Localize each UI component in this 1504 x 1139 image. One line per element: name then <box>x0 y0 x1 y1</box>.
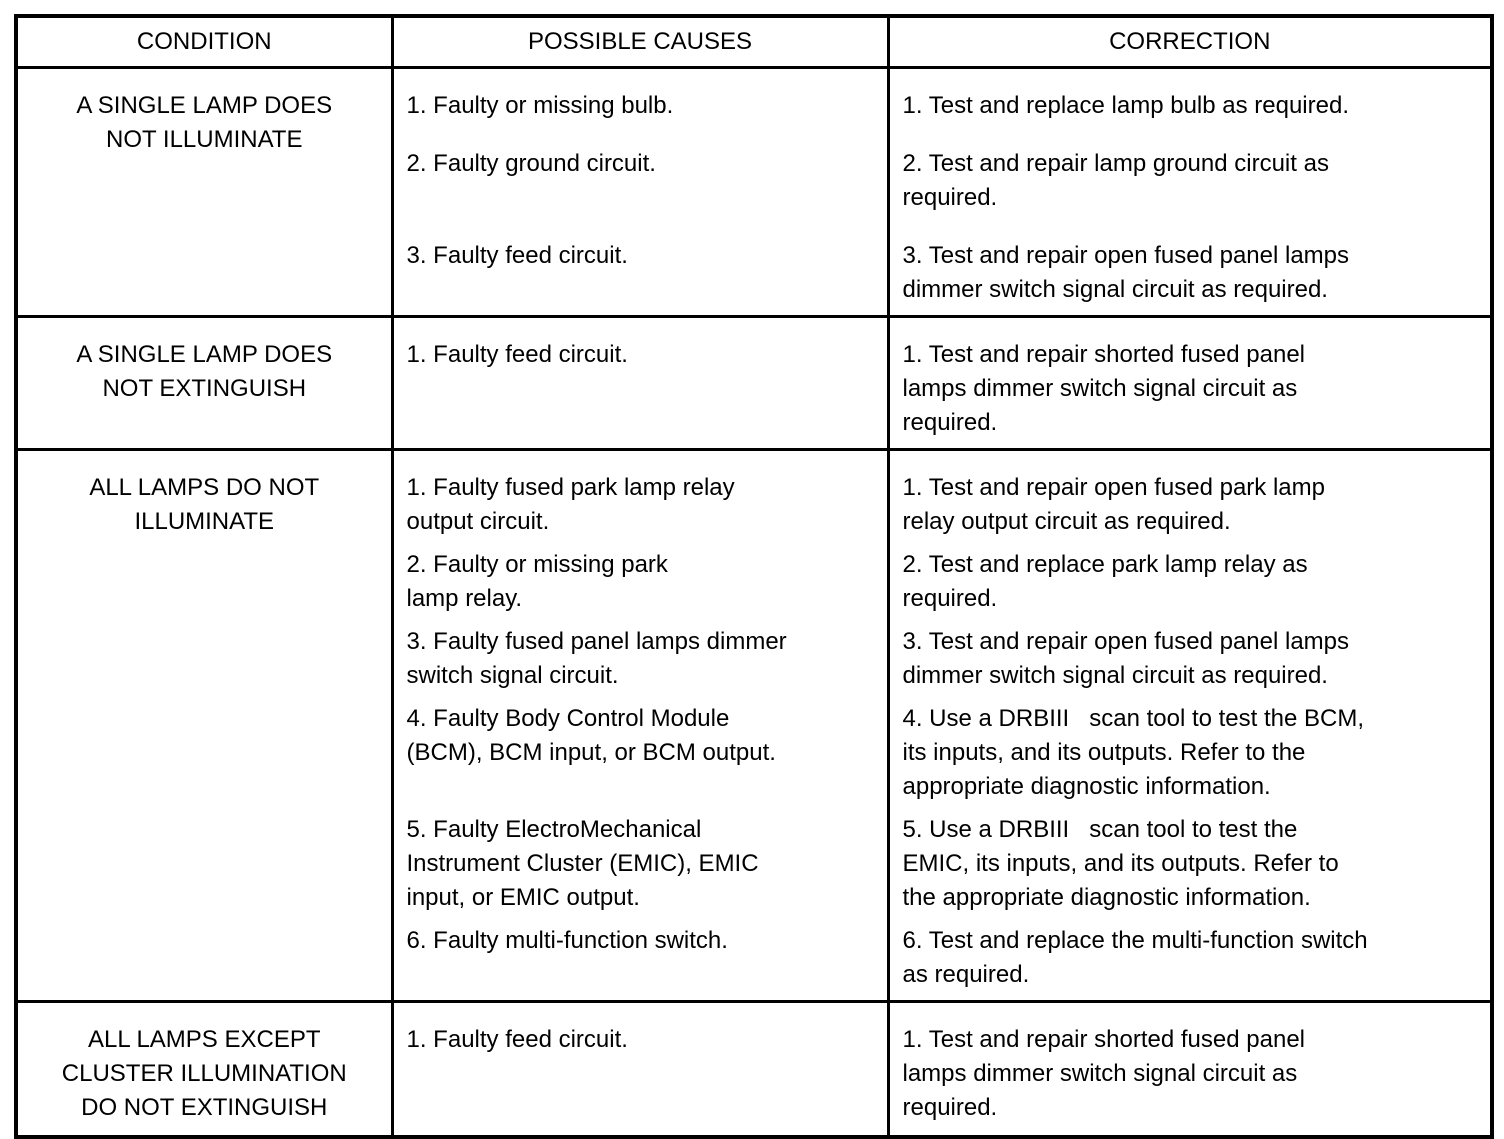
correction-item: 5. Use a DRBIII scan tool to test the EM… <box>886 813 1492 924</box>
condition-cell: ALL LAMPS DO NOT ILLUMINATE <box>16 448 392 1002</box>
correction-item: 1. Test and repair open fused park lamp … <box>886 448 1492 548</box>
header-row: CONDITION POSSIBLE CAUSES CORRECTION <box>16 16 1492 68</box>
correction-item: 1. Test and replace lamp bulb as require… <box>886 66 1492 147</box>
cause-item: 2. Faulty ground circuit. <box>390 147 888 239</box>
correction-item: 4. Use a DRBIII scan tool to test the BC… <box>886 702 1492 813</box>
table-row: A SINGLE LAMP DOES NOT ILLUMINATE 1. Fau… <box>16 66 1492 317</box>
table-subrow: 4. Faulty Body Control Module (BCM), BCM… <box>16 702 1492 813</box>
table-row: ALL LAMPS DO NOT ILLUMINATE 1. Faulty fu… <box>16 448 1492 1002</box>
cause-item: 3. Faulty fused panel lamps dimmer switc… <box>390 625 888 702</box>
diagnostic-table: CONDITION POSSIBLE CAUSES CORRECTION A S… <box>14 14 1494 1139</box>
condition-cell: ALL LAMPS EXCEPT CLUSTER ILLUMINATION DO… <box>16 1000 392 1137</box>
table-subrow: 3. Faulty fused panel lamps dimmer switc… <box>16 625 1492 702</box>
condition-cell: A SINGLE LAMP DOES NOT EXTINGUISH <box>16 315 392 450</box>
header-possible-causes: POSSIBLE CAUSES <box>390 16 888 68</box>
correction-item: 1. Test and repair shorted fused panel l… <box>886 1000 1492 1137</box>
cause-item: 6. Faulty multi-function switch. <box>390 924 888 1002</box>
cause-item: 3. Faulty feed circuit. <box>390 239 888 317</box>
cause-item: 1. Faulty fused park lamp relay output c… <box>390 448 888 548</box>
correction-item: 6. Test and replace the multi-function s… <box>886 924 1492 1002</box>
header-correction: CORRECTION <box>886 16 1492 68</box>
table-subrow: 3. Faulty feed circuit. 3. Test and repa… <box>16 239 1492 317</box>
header-condition: CONDITION <box>136 28 272 55</box>
cause-item: 2. Faulty or missing park lamp relay. <box>390 548 888 625</box>
table-row: ALL LAMPS EXCEPT CLUSTER ILLUMINATION DO… <box>16 1000 1492 1137</box>
table-subrow: 6. Faulty multi-function switch. 6. Test… <box>16 924 1492 1002</box>
correction-item: 2. Test and replace park lamp relay as r… <box>886 548 1492 625</box>
correction-item: 2. Test and repair lamp ground circuit a… <box>886 147 1492 239</box>
cause-item: 1. Faulty or missing bulb. <box>390 66 888 147</box>
correction-item: 1. Test and repair shorted fused panel l… <box>886 315 1492 450</box>
table-subrow: 2. Faulty or missing park lamp relay. 2.… <box>16 548 1492 625</box>
document-page: CONDITION POSSIBLE CAUSES CORRECTION A S… <box>14 14 1494 1139</box>
correction-item: 3. Test and repair open fused panel lamp… <box>886 239 1492 317</box>
cause-item: 4. Faulty Body Control Module (BCM), BCM… <box>390 702 888 813</box>
correction-item: 3. Test and repair open fused panel lamp… <box>886 625 1492 702</box>
cause-item: 5. Faulty ElectroMechanical Instrument C… <box>390 813 888 924</box>
table-subrow: 5. Faulty ElectroMechanical Instrument C… <box>16 813 1492 924</box>
cause-item: 1. Faulty feed circuit. <box>390 1000 888 1137</box>
condition-cell: A SINGLE LAMP DOES NOT ILLUMINATE <box>16 66 392 317</box>
table-row: A SINGLE LAMP DOES NOT EXTINGUISH 1. Fau… <box>16 315 1492 450</box>
cause-item: 1. Faulty feed circuit. <box>390 315 888 450</box>
table-subrow: 2. Faulty ground circuit. 2. Test and re… <box>16 147 1492 239</box>
